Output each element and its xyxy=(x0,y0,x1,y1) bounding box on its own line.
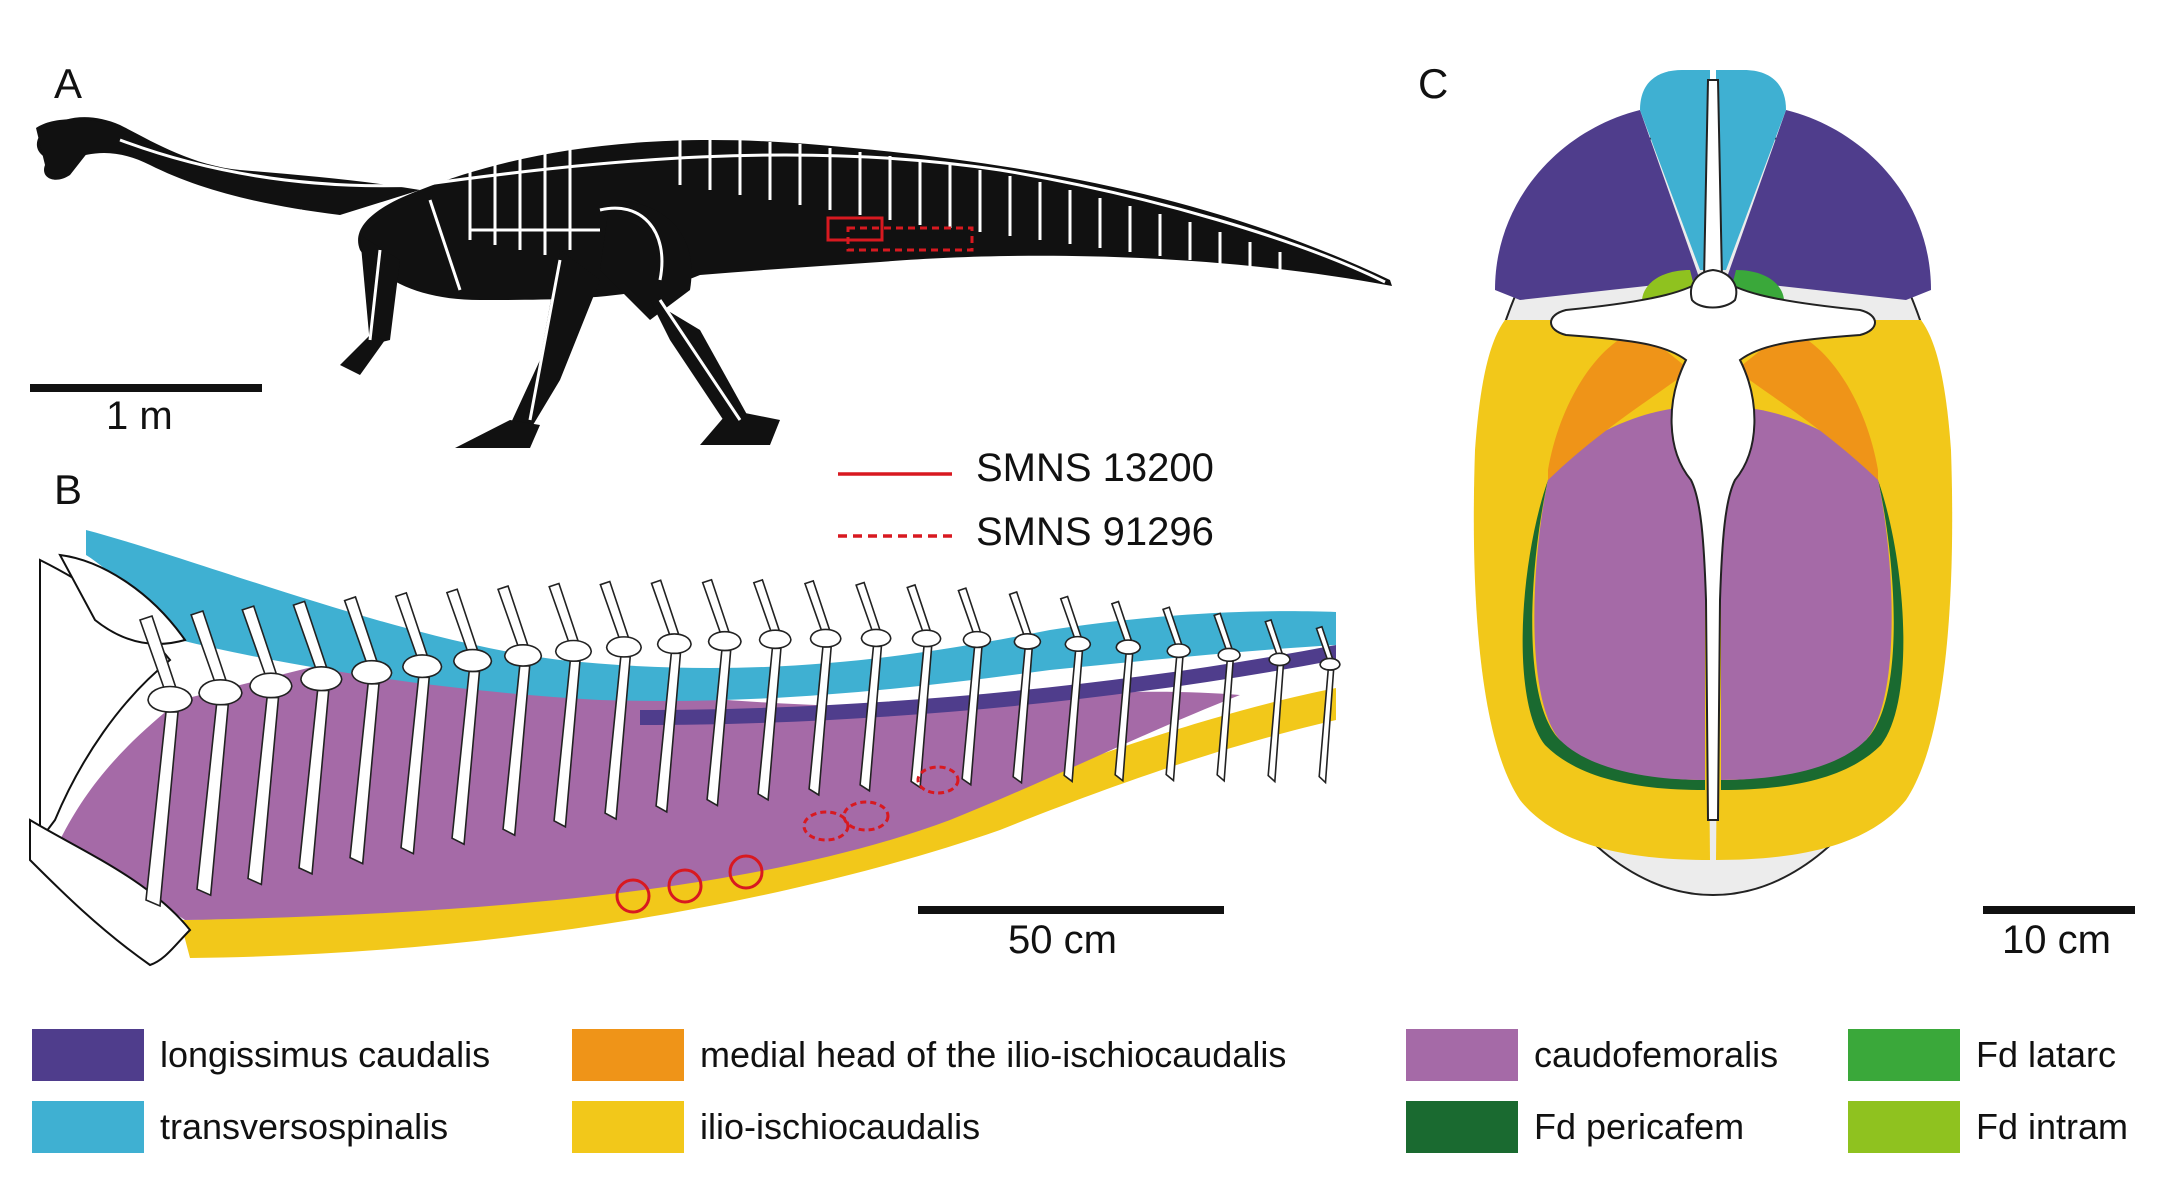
legend-swatch xyxy=(1848,1029,1960,1081)
scale-label-b: 50 cm xyxy=(1008,918,1117,962)
specimen-markers-b xyxy=(615,765,960,914)
vertebra xyxy=(445,588,493,846)
specimen-13200-box xyxy=(826,216,884,242)
vertebra xyxy=(957,587,992,787)
rib-lines xyxy=(468,140,1282,272)
panel-label-b: B xyxy=(54,466,83,513)
vertebra xyxy=(241,605,293,886)
legend-label: medial head of the ilio-ischiocaudalis xyxy=(700,1034,1287,1075)
legend-label: longissimus caudalis xyxy=(160,1034,491,1075)
legend-label: transversospinalis xyxy=(160,1106,449,1147)
scale-bar-c xyxy=(1983,906,2135,914)
vertebra xyxy=(906,583,942,789)
legend-label: Fd latarc xyxy=(1976,1034,2117,1075)
scale-bar-a xyxy=(30,384,262,392)
vertebra xyxy=(599,580,642,821)
vertebra xyxy=(1059,595,1092,783)
legend-item-transversospinalis: transversospinalis xyxy=(32,1100,448,1154)
legend-swatch xyxy=(1406,1029,1518,1081)
vertebra xyxy=(1110,600,1142,783)
scale-label-a: 1 m xyxy=(106,394,173,438)
legend-swatch xyxy=(572,1101,684,1153)
skeleton-silhouette xyxy=(36,117,1392,448)
legend-item-fd-pericafem: Fd pericafem xyxy=(1406,1100,1744,1154)
vertebra xyxy=(292,600,343,876)
vertebra xyxy=(855,581,892,793)
color-legend: longissimus caudalis transversospinalis … xyxy=(0,1018,2182,1168)
panel-label-c: C xyxy=(1418,60,1449,107)
legend-item-fd-latarc: Fd latarc xyxy=(1848,1028,2116,1082)
legend-swatch xyxy=(32,1101,144,1153)
vertebra xyxy=(752,578,792,802)
legend-label: Fd intram xyxy=(1976,1106,2129,1147)
vertebra xyxy=(394,591,443,855)
legend-label: caudofemoralis xyxy=(1534,1034,1779,1075)
vertebra xyxy=(190,609,243,897)
tail-lateral-diagram xyxy=(29,530,1336,967)
vertebra xyxy=(1315,625,1341,785)
legend-swatch xyxy=(1848,1101,1960,1153)
vertebrae xyxy=(138,578,1341,908)
vertebra xyxy=(1008,590,1042,785)
specimen-91296-box xyxy=(846,226,974,252)
legend-swatch xyxy=(1406,1101,1518,1153)
legend-swatch xyxy=(32,1029,144,1081)
legend-item-caudofemoralis: caudofemoralis xyxy=(1406,1028,1778,1082)
vertebra xyxy=(1264,618,1291,784)
vertebra xyxy=(701,578,742,807)
vertebra xyxy=(803,579,842,797)
vertebra xyxy=(343,595,393,865)
legend-label: ilio-ischiocaudalis xyxy=(700,1106,981,1147)
vertebra xyxy=(650,579,692,814)
specimen-label-91296: SMNS 91296 xyxy=(976,510,1214,554)
specimen-label-13200: SMNS 13200 xyxy=(976,446,1214,490)
vertebra xyxy=(548,582,593,829)
vertebra xyxy=(497,585,543,837)
legend-item-medial-head: medial head of the ilio-ischiocaudalis xyxy=(572,1028,1286,1082)
legend-item-longissimus: longissimus caudalis xyxy=(32,1028,490,1082)
tail-cross-section xyxy=(1473,70,1953,896)
scale-label-c: 10 cm xyxy=(2002,918,2111,962)
vertebra xyxy=(1162,606,1191,783)
legend-item-fd-intram: Fd intram xyxy=(1848,1100,2128,1154)
legend-item-ilio-ischiocaudalis: ilio-ischiocaudalis xyxy=(572,1100,980,1154)
legend-swatch xyxy=(572,1029,684,1081)
vertebra xyxy=(1213,612,1241,783)
panel-label-a: A xyxy=(54,60,83,107)
scale-bar-b xyxy=(918,906,1224,914)
vertebra xyxy=(138,614,193,908)
legend-label: Fd pericafem xyxy=(1534,1106,1745,1147)
